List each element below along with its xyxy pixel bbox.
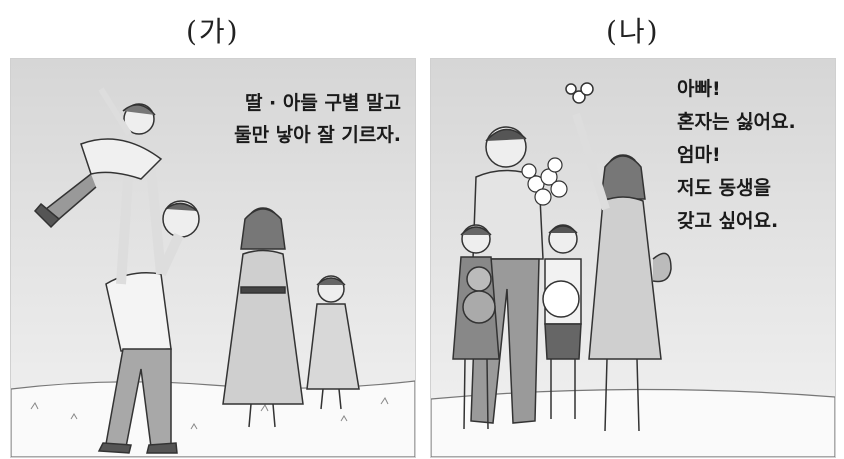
panel-label-b: (나) [606,15,660,48]
caption-b-line-4: 저도 동생을 [677,177,772,199]
girl-figure [452,224,500,430]
caption-a-line-1: 딸 · 아들 구별 말고 [244,92,401,114]
panel-label-a: (가) [186,15,240,48]
father-figure [97,163,200,454]
panel-b-caption: 아빠! 혼자는 싫어요. 엄마! 저도 동생을 갖고 싶어요. [677,73,827,238]
panel-b-illustration: 아빠! 혼자는 싫어요. 엄마! 저도 동생을 갖고 싶어요. [430,58,836,458]
caption-b-line-1: 아빠! [677,78,721,100]
flower-bouquet [521,157,568,206]
caption-a-line-2: 둘만 낳아 잘 기르자. [234,124,401,146]
caption-b-line-2: 혼자는 싫어요. [677,111,796,133]
caption-b-line-5: 갖고 싶어요. [677,210,779,232]
panel-a-illustration: 딸 · 아들 구별 말고 둘만 낳아 잘 기르자. [10,58,416,458]
small-girl-figure [306,275,360,410]
panel-a-drawing [11,59,415,457]
panel-a-caption: 딸 · 아들 구별 말고 둘만 낳아 잘 기르자. [181,87,401,151]
lifted-daughter-figure [33,87,163,229]
panel-b-drawing [431,59,835,457]
caption-b-line-3: 엄마! [677,144,721,166]
mother-figure [565,82,672,432]
boy-figure [542,224,582,419]
mother-figure [222,207,304,428]
grass-ground [11,380,415,457]
